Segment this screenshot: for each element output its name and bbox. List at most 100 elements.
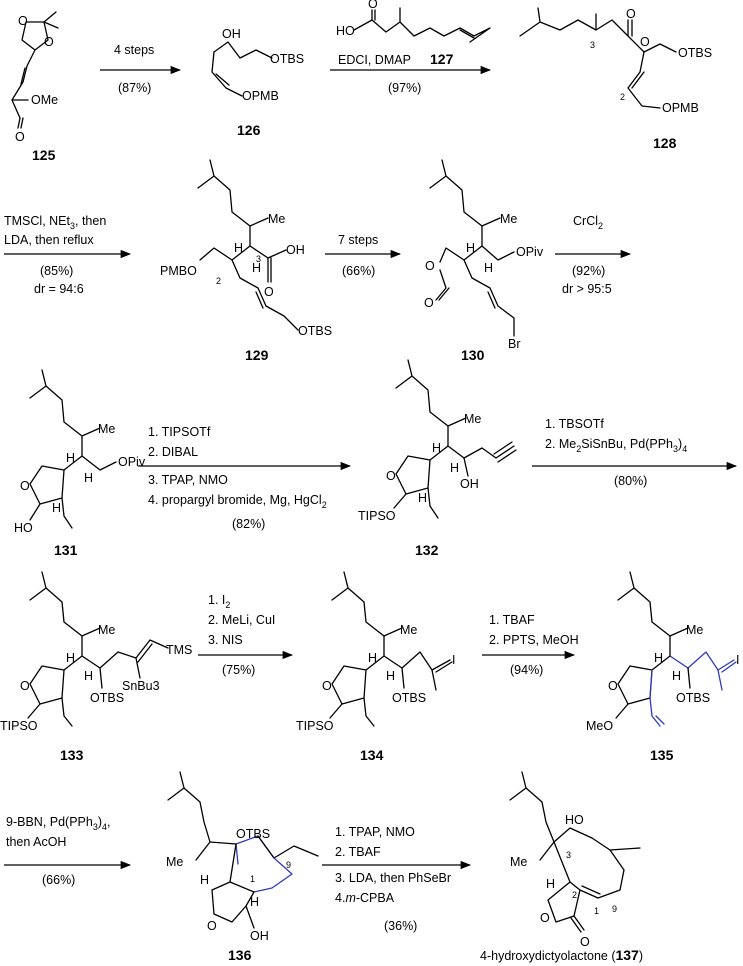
reagent-line: 3. TPAP, NMO [148,473,228,487]
label-methyl: Me [686,623,703,637]
compound-number: 133 [60,747,84,763]
locant: 9 [286,860,291,870]
locant: 2 [572,890,577,900]
reagent-line: 7 steps [338,233,378,247]
locant: 3 [590,40,595,50]
locant: 1 [250,874,255,884]
compound-number: 125 [32,147,56,163]
reagent-line: 4. propargyl bromide, Mg, HgCl2 [148,493,327,510]
label-hydrogen: H [66,451,75,465]
compound-number: 136 [228,947,252,963]
yield-label: (85%) [40,264,73,278]
step-6: 1. TIPSOTf 2. DIBAL 3. TPAP, NMO 4. prop… [138,425,352,531]
label-ester-oxygen: O [640,35,650,49]
label-otbs: OTBS [298,324,332,338]
reagent-line: 2. DIBAL [148,445,198,459]
yield-label: (87%) [118,81,151,95]
label-methyl: Me [510,855,527,869]
step-5: CrCl2 (92%) dr > 95:5 [555,214,632,296]
label-otips: TIPSO [358,509,396,523]
label-ring-oxygen: O [322,679,332,693]
step-7: 1. TBSOTf 2. Me2SiSnBu, Pd(PPh3)4 (80%) [532,417,738,488]
label-otips: TIPSO [0,719,38,733]
label-carbonyl-oxygen: O [424,296,434,310]
label-tms: TMS [166,643,192,657]
reagent-line: 3. LDA, then PhSeBr [335,871,451,885]
yield-label: (82%) [232,517,265,531]
reagent-line: 1. TBAF [489,613,535,627]
compound-number: 135 [650,747,674,763]
label-opmb: PMBO [160,264,197,278]
label-hydrogen: H [418,491,427,505]
label-hydroxyl: OH [460,477,479,491]
reagent-line: 3. NIS [208,633,243,647]
label-hydroxyl: HO [14,521,33,535]
label-otbs: OTBS [678,46,712,60]
step-10: 9-BBN, Pd(PPh3)4, then AcOH (66%) [4,815,132,887]
reagent-line: LDA, then reflux [4,233,94,247]
compound-number: 128 [653,135,677,151]
label-otbs: OTBS [676,691,710,705]
reagent-line: EDCI, DMAP [338,53,411,67]
compound-125: O O OMe O 125 [11,11,59,163]
reagent-line: 9-BBN, Pd(PPh3)4, [6,815,111,832]
compound-137: HO Me H O O 3 2 1 9 4-hydroxydictyolacto… [480,771,643,963]
label-hydrogen: H [654,651,663,665]
label-hydrogen: H [432,441,441,455]
compound-130: Me OPiv O O Br H H 130 [424,159,544,363]
locant: 3 [566,850,571,860]
compound-132: Me OH O TIPSO H H H 132 [358,359,517,558]
yield-label: (75%) [222,663,255,677]
label-hydroxyl: HO [336,24,355,38]
label-opiv: OPiv [516,245,544,259]
label-hydrogen: H [252,261,261,275]
label-methyl: Me [400,623,417,637]
label-carbonyl-oxygen: O [368,0,378,11]
label-hydroxyl: OH [250,929,269,943]
label-carbonyl-oxygen: O [264,285,274,299]
label-otbs: OTBS [90,691,124,705]
label-opmb: OPMB [242,89,279,103]
compound-number: 130 [461,347,485,363]
locant: 2 [216,276,221,286]
step-4: 7 steps (66%) [325,233,402,278]
yield-label: (80%) [614,474,647,488]
label-ring-oxygen: O [540,911,550,925]
reagent-line: 1. I2 [208,593,230,610]
label-hydrogen: H [546,877,555,891]
label-methyl: Me [166,855,183,869]
label-otbs: OTBS [270,52,304,66]
compound-number: 131 [54,542,78,558]
step-1: 4 steps (87%) [100,43,182,95]
label-hydroxyl: OH [222,27,241,41]
label-carbonyl-oxygen: O [15,130,25,144]
label-hydrogen: H [368,651,377,665]
label-otbs: OTBS [236,827,270,841]
reagent-line: 2. TBAF [335,845,381,859]
label-ester-oxygen: O [425,259,435,273]
label-bromo: Br [508,337,521,351]
yield-label: (66%) [342,264,375,278]
label-methyl: Me [464,412,481,426]
label-carbonyl-oxygen: O [626,7,636,21]
label-hydrogen: H [200,873,209,887]
label-hydrogen: H [52,501,61,515]
label-hydrogen: H [234,241,243,255]
compound-name: 4-hydroxydictyolactone (137) [480,947,643,963]
label-hydroxyl: OH [286,243,305,257]
yield-label: (94%) [510,663,543,677]
yield-label: (92%) [572,264,605,278]
reagent-line: 1. TIPSOTf [148,425,211,439]
compound-126: OH OTBS OPMB 126 [211,27,304,138]
label-iodo: I [736,653,739,667]
dr-label: dr = 94:6 [34,282,84,296]
label-hydrogen: H [450,461,459,475]
yield-label: (36%) [384,919,417,933]
step-9: 1. TBAF 2. PPTS, MeOH (94%) [482,613,579,677]
label-methyl: Me [268,212,285,226]
reagent-line: CrCl2 [573,214,603,231]
label-iodo: I [452,653,455,667]
label-opiv: OPiv [118,455,146,469]
yield-label: (97%) [388,81,421,95]
